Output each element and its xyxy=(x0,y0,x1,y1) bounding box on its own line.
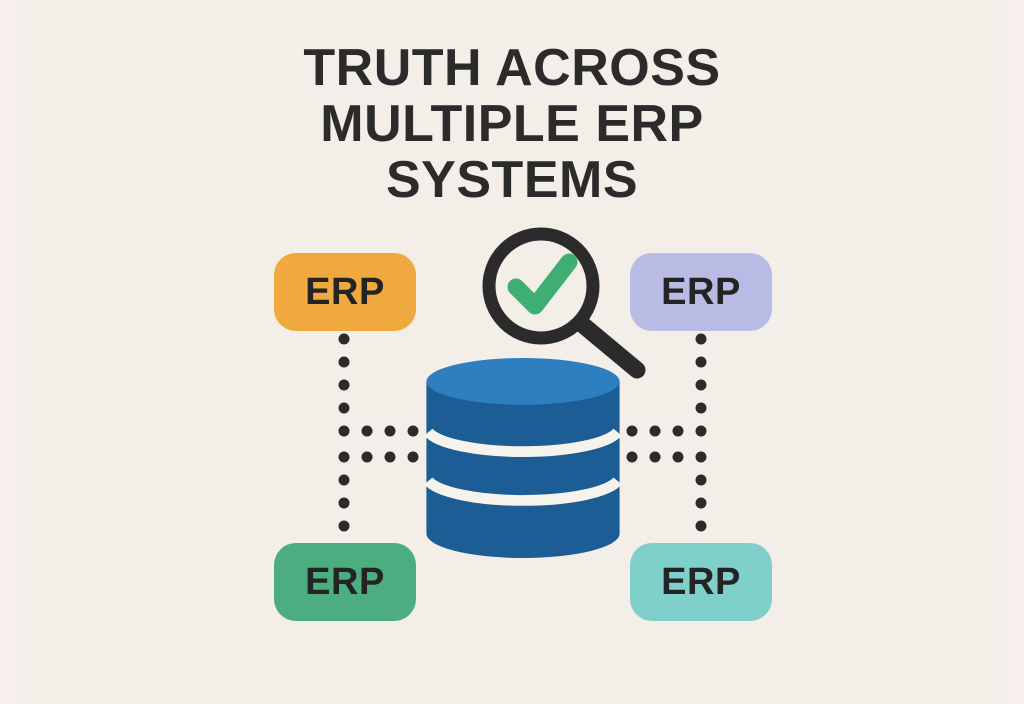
page-title-line-1: TRUTH ACROSS xyxy=(303,39,721,97)
page-title-line-2: MULTIPLE ERP xyxy=(320,95,704,153)
erp-label: ERP xyxy=(305,560,385,603)
magnifier-ring xyxy=(482,227,600,345)
database-top xyxy=(426,358,620,405)
erp-system-bottom-left[interactable]: ERP xyxy=(274,543,416,621)
illustration-canvas: TRUTH ACROSS MULTIPLE ERP SYSTEMS xyxy=(22,0,1002,704)
magnifier-handle xyxy=(574,316,646,379)
top-right-connector xyxy=(626,333,707,437)
erp-label: ERP xyxy=(305,270,385,313)
database-band-1 xyxy=(424,428,622,458)
page-title-line-3: SYSTEMS xyxy=(386,151,638,209)
erp-system-top-left[interactable]: ERP xyxy=(274,253,416,331)
page-title: TRUTH ACROSS MULTIPLE ERP SYSTEMS xyxy=(22,40,1002,208)
database-band-2 xyxy=(424,477,622,506)
connector-lines xyxy=(338,333,707,532)
bottom-right-connector xyxy=(626,451,707,532)
database-body xyxy=(426,381,620,558)
erp-system-top-right[interactable]: ERP xyxy=(630,253,772,331)
check-icon xyxy=(507,253,578,315)
erp-label: ERP xyxy=(661,560,741,603)
central-database-icon xyxy=(424,358,622,558)
top-left-connector xyxy=(338,333,419,437)
erp-label: ERP xyxy=(661,270,741,313)
magnifier-icon xyxy=(482,227,646,379)
bottom-left-connector xyxy=(338,451,419,532)
erp-system-bottom-right[interactable]: ERP xyxy=(630,543,772,621)
